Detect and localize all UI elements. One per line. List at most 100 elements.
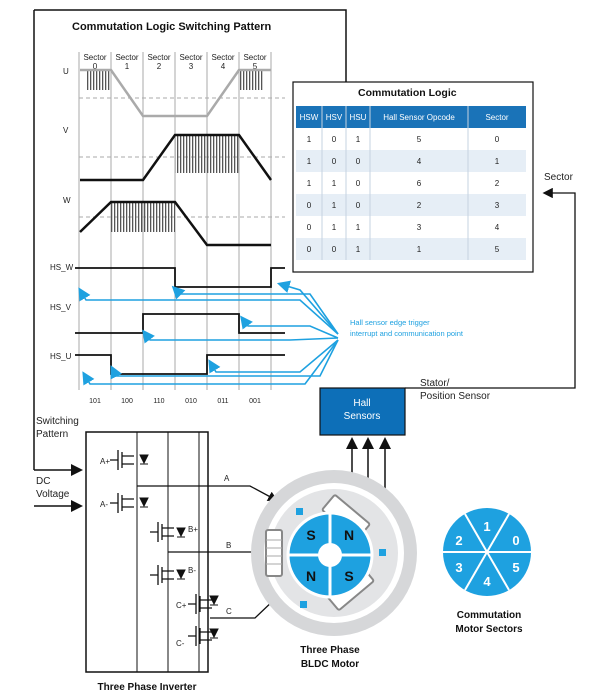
cell: 3	[495, 201, 500, 210]
rotor-pole-s-bottom: S	[344, 568, 353, 584]
pie-sector-0: 0	[512, 533, 519, 548]
table-row: 1 0 0 4 1	[307, 157, 500, 166]
sector-3-label: Sector	[179, 53, 202, 62]
table-row: 0 0 1 1 5	[307, 245, 500, 254]
hall-code-5: 001	[249, 398, 261, 405]
sectors-title-line1: Commutation	[457, 610, 521, 621]
motor-title-line2: BLDC Motor	[301, 659, 359, 670]
cell: 1	[356, 135, 361, 144]
switch-b-plus: B+	[150, 522, 198, 542]
waveform-frame	[34, 9, 347, 106]
hall-sensors-line2: Sensors	[344, 411, 381, 422]
sector-0-number: 0	[93, 62, 98, 71]
table-title: Commutation Logic	[358, 87, 457, 99]
commutation-sector-pie: 1 0 5 4 3 2 Commutation Motor Sectors	[443, 508, 531, 635]
switch-a-minus-label: A-	[100, 500, 108, 509]
pie-sector-2: 2	[455, 533, 462, 548]
inverter-title: Three Phase Inverter	[98, 682, 197, 693]
hall-sensors-block: Hall Sensors	[319, 387, 406, 436]
phase-u-label: U	[63, 67, 69, 76]
hall-v-label: HS_V	[50, 303, 72, 312]
table-row: 1 1 0 6 2	[307, 179, 500, 188]
table-row: 0 1 1 3 4	[307, 223, 500, 232]
header-opcode: Hall Sensor Opcode	[383, 113, 455, 122]
table-headers: HSW HSV HSU Hall Sensor Opcode Sector	[300, 113, 509, 122]
cell: 0	[356, 157, 361, 166]
dc-voltage-label-line2: Voltage	[36, 489, 70, 500]
hall-u-label: HS_U	[50, 352, 72, 361]
hall-code-3: 010	[185, 398, 197, 405]
motor-title-line1: Three Phase	[300, 645, 360, 656]
pie-sector-1: 1	[483, 519, 490, 534]
switching-label-line2: Pattern	[36, 429, 68, 440]
sector-2-number: 2	[157, 62, 162, 71]
phase-midlines	[79, 97, 285, 218]
edge-trigger-annotation-line2: interrupt and communication point	[350, 329, 464, 338]
header-hsw: HSW	[300, 113, 319, 122]
sector-4-number: 4	[221, 62, 226, 71]
cell: 0	[307, 245, 312, 254]
cell: 1	[332, 201, 337, 210]
switch-a-plus: A+	[100, 450, 149, 470]
cell: 0	[307, 201, 312, 210]
cell: 0	[332, 135, 337, 144]
cell: 5	[495, 245, 500, 254]
cell: 5	[417, 135, 422, 144]
cell: 1	[495, 157, 500, 166]
edge-trigger-annotation-line1: Hall sensor edge trigger	[350, 318, 430, 327]
cell: 0	[495, 135, 500, 144]
cell: 1	[417, 245, 422, 254]
commutation-logic-table: Commutation Logic HSW HSV HSU Hall Senso…	[292, 81, 534, 273]
switching-label-line1: Switching	[36, 416, 79, 427]
phase-w-waveform	[79, 200, 271, 247]
cell: 1	[356, 245, 361, 254]
edge-trigger-arrows	[78, 280, 339, 386]
table-row: 1 0 1 5 0	[307, 135, 500, 144]
cell: 4	[495, 223, 500, 232]
phase-a-label: A	[224, 474, 230, 483]
sector-0-label: Sector	[83, 53, 106, 62]
hall-code-2: 110	[153, 398, 164, 405]
rotor-pole-n-top: N	[344, 527, 354, 543]
hall-w-label: HS_W	[50, 263, 74, 272]
sector-3-number: 3	[189, 62, 194, 71]
phase-b-label: B	[226, 541, 231, 550]
pie-sector-3: 3	[455, 560, 462, 575]
phase-u-waveform	[80, 68, 271, 118]
table-row: 0 1 0 2 3	[307, 201, 500, 210]
sector-4-label: Sector	[211, 53, 234, 62]
cell: 1	[307, 179, 312, 188]
hall-code-1: 100	[121, 398, 133, 405]
rotor-pole-s-top: S	[306, 527, 315, 543]
cell: 2	[417, 201, 422, 210]
hall-code-4: 011	[217, 398, 228, 405]
sector-1-label: Sector	[115, 53, 138, 62]
cell: 0	[332, 245, 337, 254]
hall-v-signal	[75, 313, 285, 334]
cell: 4	[417, 157, 422, 166]
pie-sector-5: 5	[512, 560, 519, 575]
switch-b-plus-label: B+	[188, 525, 198, 534]
stator-label-line2: Position Sensor	[420, 391, 491, 402]
three-phase-inverter: A+ A- B+ B- C+ C- Three Phase Inverter	[85, 431, 219, 693]
bldc-motor: S N N S Three Phase BLDC Motor	[251, 470, 417, 670]
header-hsv: HSV	[326, 113, 343, 122]
sectors-title-line2: Motor Sectors	[455, 624, 523, 635]
stator-label-line1: Stator/	[420, 378, 450, 389]
sector-feedback-arrow	[405, 187, 576, 389]
header-hsu: HSU	[350, 113, 367, 122]
cell: 3	[417, 223, 422, 232]
dc-voltage-label-line1: DC	[36, 476, 50, 487]
hall-w-signal	[75, 267, 285, 288]
cell: 0	[332, 157, 337, 166]
sector-5-number: 5	[253, 62, 258, 71]
cell: 1	[307, 157, 312, 166]
sector-1-number: 1	[125, 62, 130, 71]
sector-2-label: Sector	[147, 53, 170, 62]
table-gridlines	[321, 106, 469, 260]
cell: 1	[356, 223, 361, 232]
switch-c-plus: C+	[176, 594, 219, 614]
switch-b-minus-label: B-	[188, 566, 196, 575]
cell: 0	[356, 179, 361, 188]
